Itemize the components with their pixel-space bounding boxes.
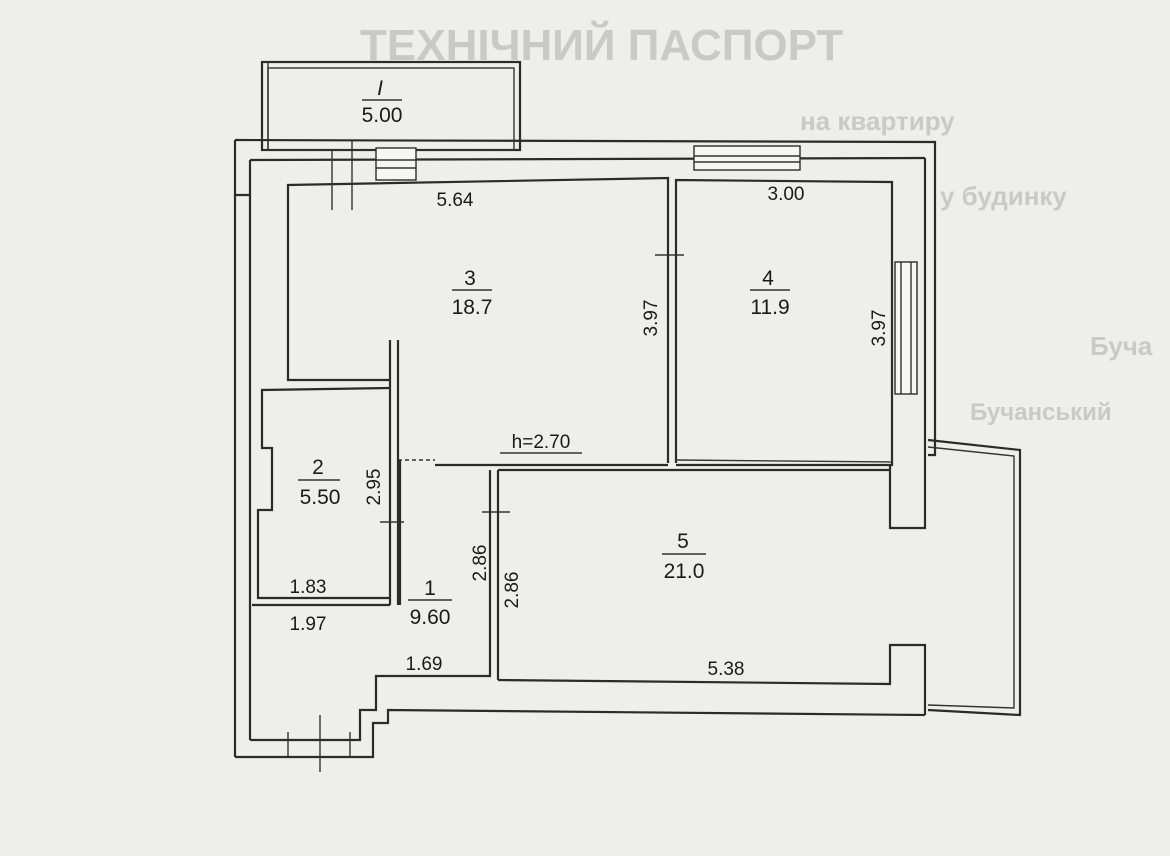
dim-room-4-height: 3.97 [869, 310, 890, 347]
room-label-1: 1 9.60 [408, 577, 452, 629]
dim-room-1-width-bottom: 1.69 [406, 654, 443, 675]
room-area-balcony: 5.00 [362, 104, 403, 127]
room-label-2: 2 5.50 [298, 456, 340, 509]
window-top-right [693, 145, 801, 171]
room-number-2: 2 [312, 456, 324, 479]
room-number-balcony: I [377, 77, 383, 100]
background-text: ТЕХНІЧНИЙ ПАСПОРТ на квартиру у будинку … [360, 19, 1153, 426]
background-line-4: Бучанський [970, 399, 1112, 426]
ceiling-height: h=2.70 [512, 432, 571, 453]
room-label-balcony: I 5.00 [362, 77, 403, 127]
room-label-5: 5 21.0 [662, 530, 706, 583]
background-line-3: Буча [1090, 331, 1153, 361]
room-2-walls [256, 386, 391, 600]
room-3-walls [286, 176, 670, 605]
room-1-walls [252, 460, 500, 694]
corridor-lines [398, 452, 668, 467]
background-line-2: у будинку [940, 181, 1067, 211]
dim-room-3-width: 5.64 [437, 190, 474, 211]
room-number-4: 4 [762, 267, 774, 290]
door-ticks [287, 140, 684, 772]
background-line-1: на квартиру [800, 106, 955, 136]
room-number-5: 5 [677, 530, 689, 553]
dim-room-3-height: 3.97 [641, 300, 662, 337]
dim-room-2-width: 1.83 [290, 577, 327, 598]
room-area-5: 21.0 [664, 560, 705, 583]
outer-walls [233, 138, 937, 759]
window-top-left [375, 147, 417, 181]
room-area-1: 9.60 [410, 606, 451, 629]
room-area-4: 11.9 [750, 296, 789, 319]
room-number-1: 1 [424, 577, 436, 600]
balcony-right [927, 438, 1022, 717]
room-area-3: 18.7 [452, 296, 493, 319]
dim-room-1-width-top: 1.97 [290, 614, 327, 635]
dim-room-4-width: 3.00 [768, 184, 805, 205]
dim-room-5-height: 2.86 [502, 572, 523, 609]
room-4-walls [674, 178, 894, 467]
dim-room-5-width: 5.38 [708, 659, 745, 680]
dim-room-2-height: 2.95 [364, 469, 385, 506]
dim-room-1-height: 2.86 [470, 545, 491, 582]
room-label-3: 3 18.7 [452, 267, 493, 319]
room-number-3: 3 [464, 267, 476, 290]
room-area-2: 5.50 [300, 486, 341, 509]
room-label-4: 4 11.9 [750, 267, 790, 319]
room-5-walls [497, 468, 927, 715]
window-room-4 [894, 261, 918, 395]
